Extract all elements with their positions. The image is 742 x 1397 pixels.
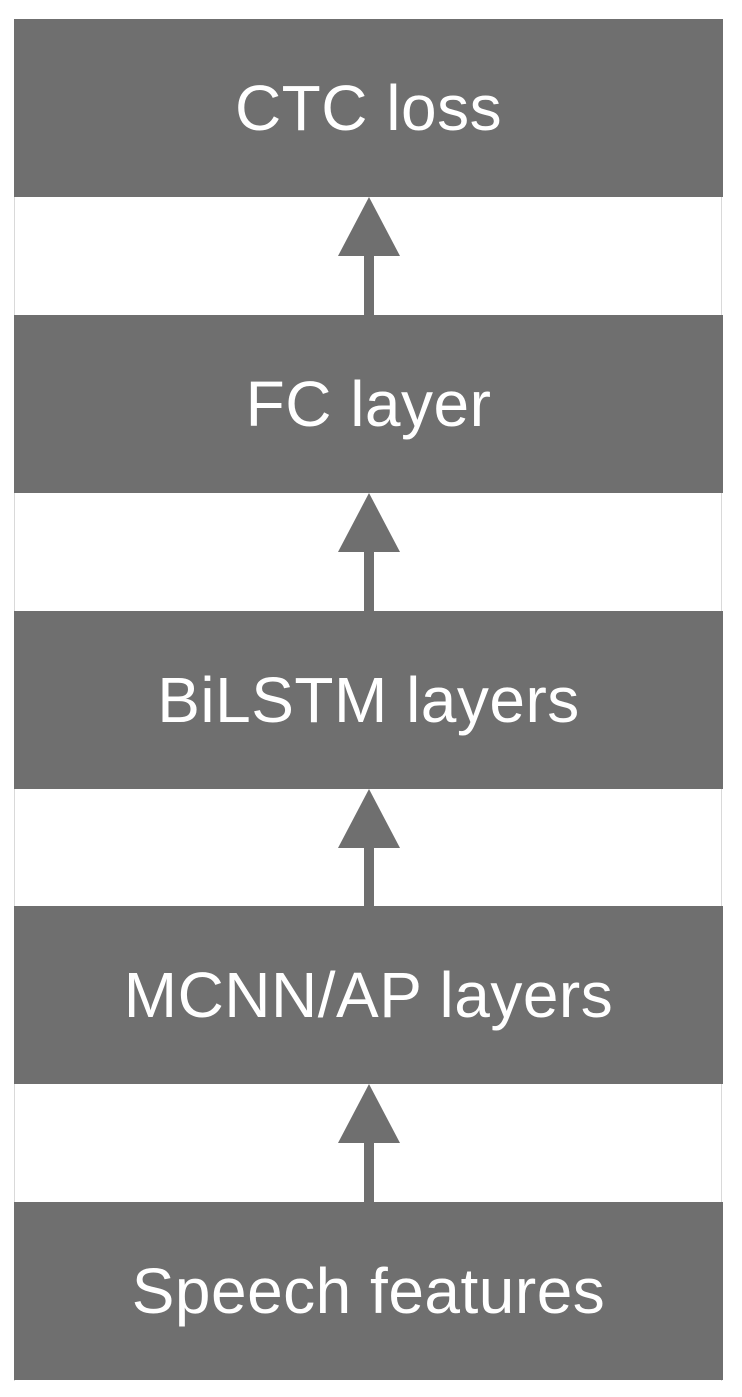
block-fc-layer-label: FC layer [245,368,492,440]
block-ctc-loss-label: CTC loss [234,72,503,144]
block-bilstm-layers-label: BiLSTM layers [157,664,580,736]
block-speech-features-label: Speech features [131,1255,606,1327]
arrow-bilstm-to-fc [338,493,400,611]
block-speech-features: Speech features [14,1202,723,1380]
block-fc-layer: FC layer [14,315,723,493]
block-mcnn-ap-layers: MCNN/AP layers [14,906,723,1084]
arrow-speech-to-mcnn [338,1084,400,1202]
arrow-fc-to-ctc [338,197,400,315]
block-ctc-loss: CTC loss [14,19,723,197]
arrow-mcnn-to-bilstm [338,789,400,907]
block-bilstm-layers: BiLSTM layers [14,611,723,789]
block-mcnn-ap-layers-label: MCNN/AP layers [123,959,614,1031]
